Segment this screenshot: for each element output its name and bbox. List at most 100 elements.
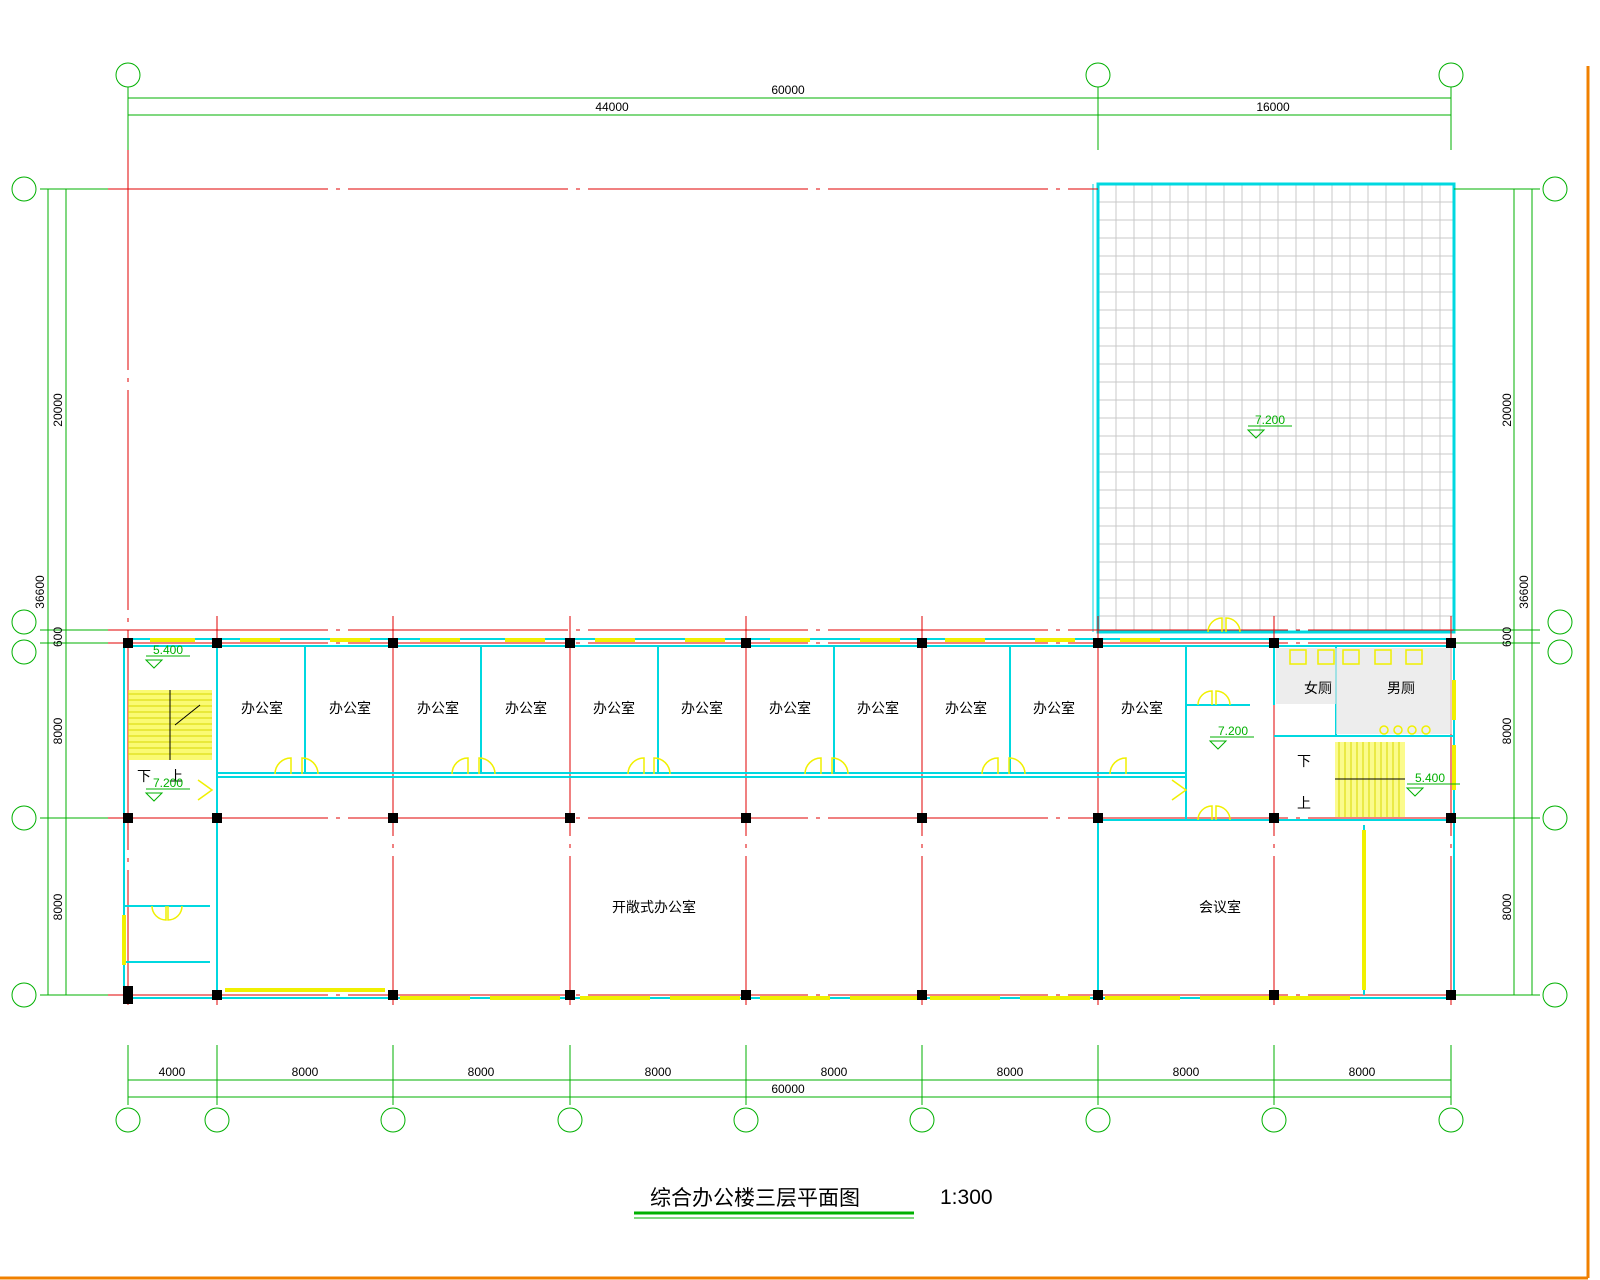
room-label-office: 办公室 [945,700,987,717]
dim-bottom-span: 8000 [292,1065,319,1079]
drawing-scale: 1:300 [940,1186,993,1209]
door [1109,757,1127,775]
windows [122,638,1456,1000]
door [981,757,999,775]
column [565,813,575,823]
dim-bottom-overall: 60000 [771,1082,805,1096]
axis-lines [108,150,1454,1005]
door [804,757,822,775]
column [1269,990,1279,1000]
door [1171,779,1188,801]
level-label: 7.200 [1218,724,1248,738]
drawing-border [0,66,1590,1280]
stair-label-down: 下 [137,769,151,785]
column [1269,813,1279,823]
dim-left-vertical: 600 [51,627,65,647]
door [1215,805,1231,821]
dim-bottom-span: 8000 [468,1065,495,1079]
room-label-office: 办公室 [681,700,723,717]
axis-bubbles [11,62,1573,1133]
room-label-office: 办公室 [1121,700,1163,717]
door [1008,757,1026,775]
room-label-office: 办公室 [857,700,899,717]
column [1093,813,1103,823]
dimension-lines [40,86,1540,1105]
dim-right-vertical: 600 [1500,627,1514,647]
dim-right-vertical: 8000 [1500,717,1514,744]
room-label-open-office: 开敞式办公室 [612,899,696,916]
room-label-office: 办公室 [505,700,547,717]
level-label: 5.400 [153,643,183,657]
column [917,638,927,648]
room-label-office: 办公室 [417,700,459,717]
column [123,813,133,823]
column [1093,638,1103,648]
door [274,757,292,775]
door [301,757,319,775]
drawing-title: 综合办公楼三层平面图 [650,1186,860,1210]
dim-bottom-span: 8000 [1349,1065,1376,1079]
dim-right-vertical: 8000 [1500,893,1514,920]
door [653,757,671,775]
column [1269,638,1279,648]
column [123,638,133,648]
column [1446,638,1456,648]
room-label-meeting-room: 会议室 [1199,899,1241,916]
door [627,757,645,775]
column [1446,990,1456,1000]
level-label: 5.400 [1415,771,1445,785]
door [1207,617,1223,633]
dim-left-vertical: 36600 [33,575,47,609]
dim-right-vertical: 36600 [1517,575,1531,609]
room-label-office: 办公室 [1033,700,1075,717]
door [151,905,167,921]
dim-left-vertical: 8000 [51,893,65,920]
stair-label-down: 下 [1297,754,1311,770]
toilet-area [1276,648,1452,735]
stair-label-up: 上 [169,769,183,785]
room-label-office: 办公室 [593,700,635,717]
level-label: 7.200 [1255,413,1285,427]
column [565,990,575,1000]
column [1446,813,1456,823]
room-label-office: 办公室 [241,700,283,717]
column [741,990,751,1000]
doors [151,617,1241,921]
door [167,905,183,921]
level-label: 7.200 [153,776,183,790]
column [212,813,222,823]
left-stair [128,690,212,760]
room-label-mens-toilet: 男厕 [1387,681,1415,697]
dim-left-vertical: 8000 [51,717,65,744]
column [917,813,927,823]
column [917,990,927,1000]
title-underline [634,1211,914,1219]
column [212,638,222,648]
column [212,990,222,1000]
column [741,813,751,823]
column [1093,990,1103,1000]
door [1197,690,1213,706]
dim-top-right: 16000 [1256,100,1290,114]
column [388,990,398,1000]
column [388,638,398,648]
room-label-office: 办公室 [769,700,811,717]
columns [123,638,1456,1004]
column [565,638,575,648]
room-label-womens-toilet: 女厕 [1304,680,1332,697]
dim-top-left: 44000 [595,100,629,114]
column [741,638,751,648]
right-stair [1335,742,1405,817]
door [1215,690,1231,706]
dim-bottom-span: 8000 [645,1065,672,1079]
dim-bottom-span: 8000 [821,1065,848,1079]
dim-top-overall: 60000 [771,83,805,97]
room-label-office: 办公室 [329,700,371,717]
door [831,757,849,775]
dim-bottom-span: 8000 [1173,1065,1200,1079]
door [1197,805,1213,821]
dim-bottom-span: 8000 [997,1065,1024,1079]
level-marker-symbols [144,425,1460,802]
door [451,757,469,775]
